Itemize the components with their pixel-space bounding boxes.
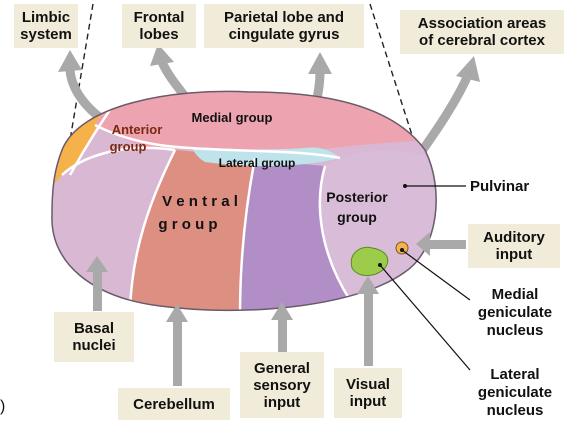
label-ventral-2: g r o u p (158, 216, 217, 233)
label-medial-group: Medial group (192, 110, 273, 125)
thalamus-outline (51, 90, 437, 312)
lateral-geniculate-nucleus (350, 246, 389, 276)
corner-mark: ) (0, 398, 6, 415)
label-pulvinar: Pulvinar (470, 178, 530, 195)
box-frontal-lobes: Frontal lobes (122, 4, 196, 48)
box-cerebellum: Cerebellum (118, 388, 230, 420)
arrow-basal (93, 268, 102, 311)
label-lateral-geniculate: Lateral geniculate nucleus (477, 366, 553, 419)
box-limbic-system: Limbic system (14, 4, 78, 48)
dashed-line-right (369, 3, 421, 161)
leader-lateral-geniculate (379, 264, 471, 371)
arrow-general (278, 316, 287, 352)
arrowhead-association (456, 56, 480, 82)
region-ventral-salmon (130, 150, 255, 311)
leader-medial-geniculate (401, 249, 471, 301)
box-visual-input: Visual input (334, 368, 402, 418)
arrowhead-auditory (416, 232, 430, 256)
dashed-line-left (69, 3, 94, 141)
arrowhead-frontal (150, 44, 174, 66)
label-posterior-2: group (337, 209, 377, 225)
arrowhead-limbic (58, 50, 82, 72)
arrow-cerebellum (173, 318, 182, 386)
box-general-sensory-input: General sensory input (240, 352, 324, 418)
label-lateral-group: Lateral group (219, 156, 296, 170)
label-ventral-1: V e n t r a l (162, 193, 238, 210)
region-ventral-purple (240, 158, 350, 311)
arrow-visual (364, 290, 373, 366)
label-anterior-1: Anterior (112, 122, 163, 137)
box-association-areas: Association areas of cerebral cortex (400, 10, 564, 54)
box-auditory-input: Auditory input (468, 224, 560, 268)
label-posterior-1: Posterior (326, 189, 388, 205)
arrowhead-parietal (308, 52, 332, 74)
arrow-auditory (430, 240, 466, 249)
box-basal-nuclei: Basal nuclei (54, 312, 134, 362)
label-anterior-2: group (110, 139, 147, 154)
label-medial-geniculate: Medial geniculate nucleus (477, 286, 553, 339)
box-parietal-cingulate: Parietal lobe and cingulate gyrus (204, 4, 364, 48)
